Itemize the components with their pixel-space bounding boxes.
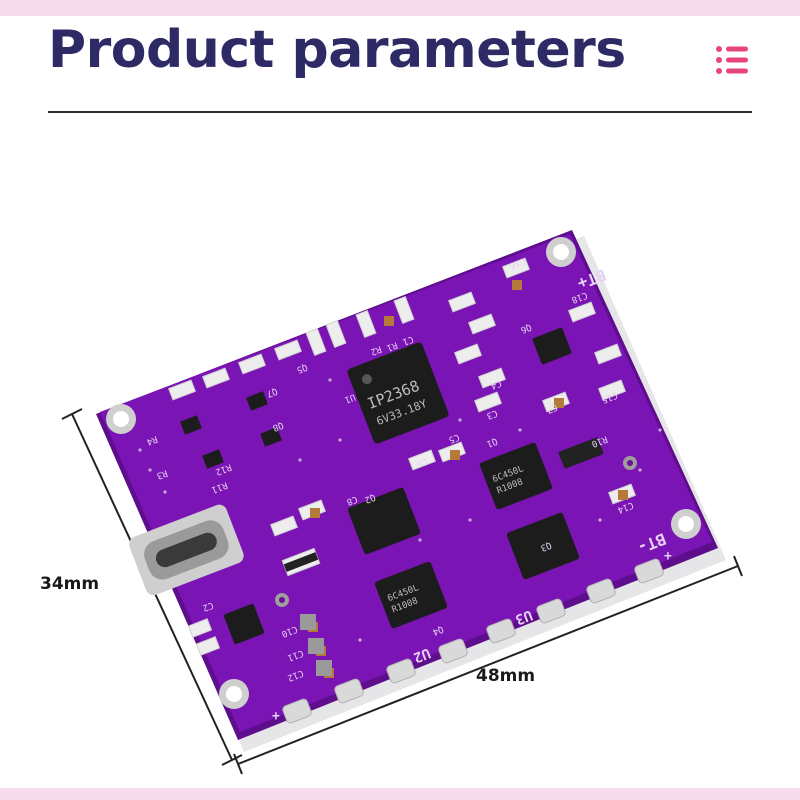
silkscreen-label: Q2 xyxy=(363,491,377,504)
mosfet-chip: 6C450L R1008 xyxy=(374,561,448,629)
height-dimension-label: 34mm xyxy=(40,574,100,594)
page-title: Product parameters xyxy=(48,20,626,80)
passive-components xyxy=(168,257,636,678)
silkscreen-label: Q8 xyxy=(271,419,285,432)
edge-solder-pads xyxy=(282,558,664,724)
list-menu-icon[interactable] xyxy=(712,44,752,78)
silkscreen-label: C1 xyxy=(401,333,415,346)
header-divider xyxy=(48,111,752,113)
silkscreen-label: C2 xyxy=(201,599,215,612)
silkscreen-label: R2 xyxy=(369,343,383,356)
silkscreen-label: U2 xyxy=(411,644,432,665)
mounting-hole xyxy=(219,679,249,709)
silkscreen-label: + xyxy=(664,549,672,564)
silkscreen-label: Q5 xyxy=(295,361,309,374)
small-ic xyxy=(223,603,265,645)
silkscreen-label: C8 xyxy=(345,493,359,506)
transistor xyxy=(180,391,282,469)
silkscreen-label: C5 xyxy=(447,431,461,444)
mosfet-chip: 6C450L R1008 xyxy=(479,442,553,510)
silkscreen-label: R1 xyxy=(385,339,399,352)
silkscreen-label: Q3 xyxy=(539,539,553,552)
silkscreen-label: C3 xyxy=(485,407,499,420)
silkscreen-label: C7 xyxy=(545,401,559,414)
silkscreen-label: R3 xyxy=(155,467,169,480)
mounting-hole xyxy=(546,237,576,267)
silkscreen-label: R4 xyxy=(145,433,159,446)
regulator-chip xyxy=(532,327,572,365)
vias xyxy=(138,378,662,642)
mounting-hole xyxy=(106,404,136,434)
mosfet-chip xyxy=(506,512,580,580)
silkscreen-label: Q4 xyxy=(431,623,445,636)
silkscreen-label: C6 xyxy=(415,455,429,468)
width-dimension-line xyxy=(233,555,743,775)
silkscreen-label: Q1 xyxy=(485,435,499,448)
silkscreen-label: + xyxy=(272,709,280,724)
mosfet-chip xyxy=(347,487,421,555)
silkscreen-label: U1 xyxy=(343,391,357,404)
silkscreen-label: Q7 xyxy=(265,385,279,398)
width-dimension-label: 48mm xyxy=(476,666,536,686)
silkscreen-label: U3 xyxy=(513,606,534,627)
silkscreen-label: Q6 xyxy=(519,321,533,334)
mounting-hole xyxy=(671,509,701,539)
main-ic: IP2368 6V33.18Y xyxy=(347,342,449,444)
silkscreen-label: C4 xyxy=(489,377,503,390)
usb-c-port xyxy=(129,504,244,596)
